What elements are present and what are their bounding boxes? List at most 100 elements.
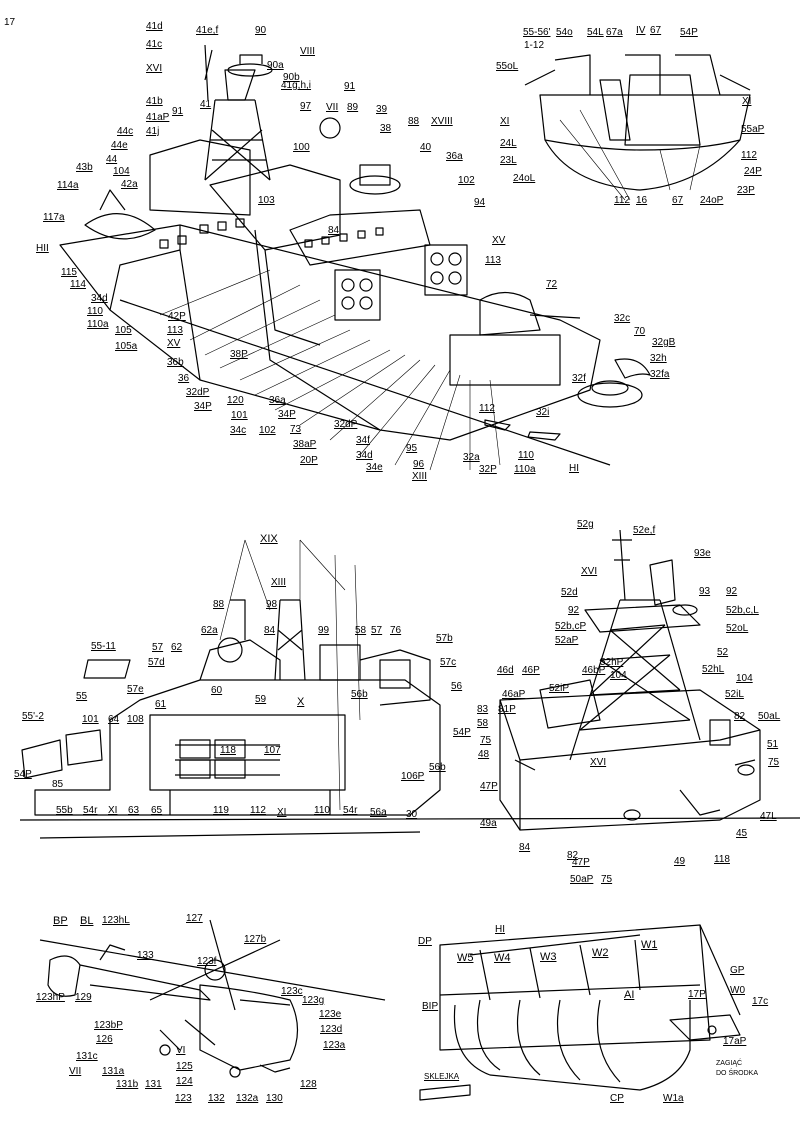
part-label: 41j [146,126,160,137]
part-label: 131c [76,1051,98,1062]
part-label: 32fa [650,369,670,380]
part-label: 75 [601,874,613,885]
part-label: 108 [127,714,144,725]
part-label: DP [418,936,432,947]
part-label: 52b,cP [555,621,587,632]
part-label: 41d [146,21,163,32]
part-label: 36b [167,357,184,368]
part-label: 50aL [758,711,781,722]
part-label: 63 [128,805,140,816]
part-label: 32h [650,353,667,364]
part-label: 56a [370,807,387,818]
part-label: 44 [106,154,118,165]
part-label: 32dP [334,419,358,430]
part-label: W1a [663,1093,684,1104]
part-label: 49a [480,818,497,829]
aft-mast-drawing [499,529,761,831]
part-label: 128 [300,1079,317,1090]
part-label: W0 [730,985,745,996]
part-label: 49 [674,856,686,867]
part-label: 41b [146,96,163,107]
part-label: 126 [96,1034,113,1045]
part-label: 42a [121,179,138,190]
part-label: 101 [231,410,248,421]
part-label: 110 [87,306,103,317]
part-label: 56 [451,681,463,692]
part-label: 32dP [186,387,210,398]
part-label: 115 [61,267,77,278]
part-label: 34d [356,450,373,461]
part-label: HI [569,463,579,474]
part-label: 34e [366,462,383,473]
part-label: 57e [127,684,144,695]
part-label: 81P [498,704,516,715]
part-label: 65 [151,805,163,816]
part-label: 130 [266,1093,283,1104]
part-label: XIII [271,577,287,588]
superstructure-assembly-drawing [59,44,651,471]
part-label: 118 [220,745,236,756]
part-label: 52hP [600,657,624,668]
side-deckhouse-drawing [19,539,800,839]
part-label: 52e,f [633,525,656,536]
part-label: 123a [323,1040,346,1051]
part-label: 54P [680,27,698,38]
part-label: 54o [556,27,573,38]
part-label: 131 [145,1079,162,1090]
part-label: 55'-2 [22,711,44,722]
part-label: 55b [56,805,73,816]
part-label: 56b [429,762,446,773]
part-label: 131a [102,1066,125,1077]
part-label: 102 [259,425,276,436]
part-label: 52g [577,519,594,530]
part-label: VII [69,1066,82,1077]
part-label: 36a [446,151,463,162]
part-label: 46aP [502,689,526,700]
part-label: W3 [540,951,557,963]
part-label: 34P [278,409,296,420]
part-label: 123e [319,1009,342,1020]
part-label: 89 [347,102,359,113]
part-label: 16 [636,195,648,206]
part-label: 70 [634,326,646,337]
part-label: 114 [70,279,86,290]
part-label: 52d [561,587,578,598]
part-label: 110 [314,805,330,816]
part-label: 67a [606,27,623,38]
part-label: 88 [408,116,420,127]
part-label: 38 [380,123,392,134]
part-label: 32f [572,373,586,384]
part-label: 112 [741,150,757,161]
part-label: GP [730,965,745,976]
part-label: AI [624,989,635,1001]
part-label: 44c [117,126,134,137]
part-label: 113 [485,255,501,266]
part-label: 48 [478,749,490,760]
part-label: 93 [699,586,711,597]
part-label: 32c [614,313,631,324]
part-label: 57 [371,625,383,636]
part-label: 41e,f [196,25,219,36]
part-label: XI [277,807,287,818]
part-label: 57d [148,657,165,668]
part-label: 101 [82,714,99,725]
part-label: 133 [137,950,154,961]
part-label: 105a [115,341,138,352]
part-label: 41 [200,99,212,110]
part-label: 38P [230,349,248,360]
part-label: BL [80,915,94,927]
part-label: 36 [178,373,190,384]
part-label: 54r [343,805,358,816]
part-label: XVI [146,63,163,74]
part-label: 34c [230,425,247,436]
part-label: 61 [155,699,167,710]
part-label: XV [492,235,506,246]
part-label: 41c [146,39,163,50]
stern-view-drawing [524,54,751,201]
part-label: 75 [768,757,780,768]
part-label: 107 [264,745,281,756]
part-label: 110a [87,319,109,330]
part-label: 51 [767,739,779,750]
part-label: BP [53,915,68,927]
part-label: 90 [255,25,267,36]
